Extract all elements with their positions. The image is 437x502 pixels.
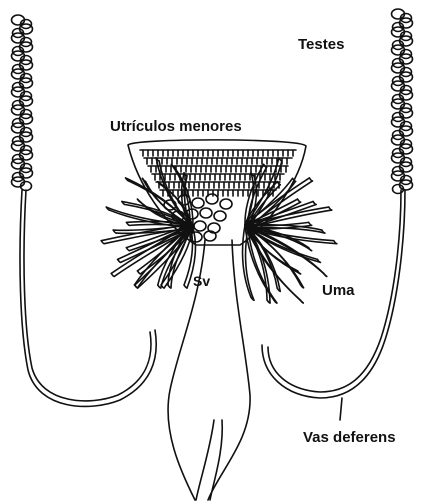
tubule-tip — [118, 259, 121, 262]
tubule-tip — [298, 199, 301, 202]
tubule-tip — [126, 248, 129, 251]
tubule-tip — [135, 285, 138, 288]
label-vas-deferens: Vas deferens — [303, 429, 396, 446]
tubule-tip — [300, 300, 303, 303]
ejaculatory-duct-right — [208, 240, 250, 500]
tubule-tip — [309, 248, 312, 251]
tubule-tip — [329, 207, 332, 210]
tubule-tip — [137, 271, 140, 274]
label-utriculos-menores: Utrículos menores — [110, 118, 242, 135]
label-sv: Sv — [193, 273, 210, 289]
label-uma: Uma — [322, 282, 355, 299]
vesicle-cell — [200, 208, 212, 218]
vesicle-cell — [214, 211, 226, 221]
utriculos-menores-rows — [140, 150, 296, 196]
tubule-tip — [184, 285, 187, 288]
vesicle-cell — [220, 199, 232, 209]
tubule-tip — [111, 273, 114, 276]
vas-deferens-pointer — [340, 398, 342, 420]
tubule-tip — [309, 178, 312, 181]
vesicle-cell — [192, 198, 204, 208]
label-testes: Testes — [298, 36, 344, 53]
vesicle-cell — [206, 194, 218, 204]
right-testis — [392, 9, 413, 194]
tubule-tip — [313, 201, 316, 204]
left-tubule-cluster — [101, 158, 195, 288]
vesicle-cell — [194, 221, 206, 231]
left-testis — [12, 15, 33, 191]
